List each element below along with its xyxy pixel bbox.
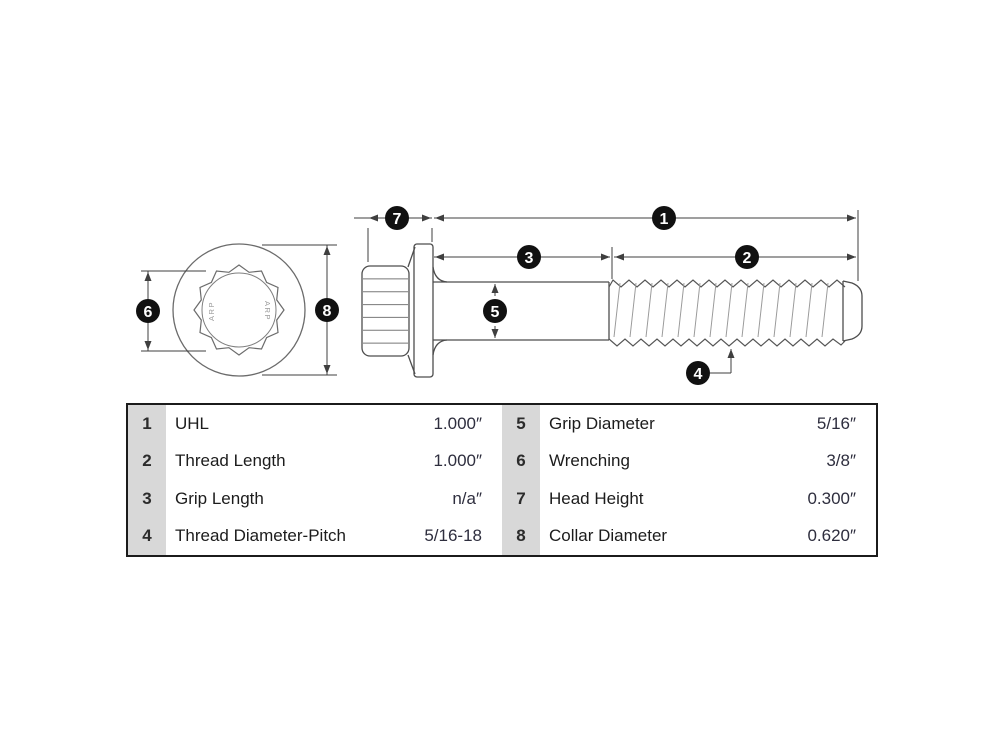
bolt-head-side [361,265,410,357]
spec-value: 1.000″ [433,451,482,471]
brand-stamp-right: ARP [263,301,272,321]
callout-7-circle [385,206,409,230]
spec-number: 1 [128,405,166,443]
callout-4-label: 4 [694,366,703,383]
callout-4-circle [686,361,710,385]
spec-row: 1 UHL 1.000″ [128,405,502,443]
spec-label: Thread Length [175,451,286,471]
spec-value: 0.300″ [807,488,856,508]
spec-row: 5 Grip Diameter 5/16″ [502,405,876,443]
callout-3-circle [517,245,541,269]
spec-label: UHL [175,413,210,433]
spec-label: Grip Diameter [549,413,655,433]
callout-8-circle [315,298,339,322]
collar-circle [172,243,306,377]
spec-row: 6 Wrenching 3/8″ [502,442,876,480]
spec-number: 4 [128,517,166,555]
dimension-grip-diameter: 5 [483,284,507,338]
flange-collar [413,243,434,378]
spec-label: Grip Length [175,488,264,508]
spec-value: 1.000″ [433,413,482,433]
dimension-uhl: 1 [434,206,859,281]
callout-7-label: 7 [393,211,402,228]
spec-value: n/a″ [452,488,482,508]
spec-table: 1 UHL 1.000″ 2 Thread Length 1.000″ 3 Gr… [126,403,878,557]
socket-circle [201,272,277,348]
dimension-collar-diameter: 8 [262,244,339,376]
spec-label: Collar Diameter [549,526,668,546]
spec-row: 8 Collar Diameter 0.620″ [502,517,876,555]
dimension-head-height: 7 [354,206,433,262]
head-flutes [363,278,408,344]
spec-row: 3 Grip Length n/a″ [128,480,502,518]
brand-stamp-left: ARP [207,301,216,321]
callout-2-circle [735,245,759,269]
callout-5-circle [483,299,507,323]
callout-8-label: 8 [323,303,332,320]
dimension-wrenching: 6 [136,270,206,352]
bolt-side-view [361,243,863,378]
spec-label: Wrenching [549,451,630,471]
spec-number: 6 [502,442,540,480]
callout-6-circle [136,299,160,323]
bolt-tip [842,280,863,342]
callout-3-label: 3 [525,250,534,267]
callout-5-label: 5 [491,304,500,321]
threads [608,279,846,347]
callout-1-label: 1 [660,211,669,228]
spec-number: 5 [502,405,540,443]
spec-table-left: 1 UHL 1.000″ 2 Thread Length 1.000″ 3 Gr… [128,405,502,555]
spec-value: 3/8″ [826,451,856,471]
spec-row: 4 Thread Diameter-Pitch 5/16-18 [128,517,502,555]
dimension-grip-length: 3 [434,245,613,279]
underhead-fillet-top [432,266,448,283]
spec-value: 5/16″ [816,413,856,433]
callout-6-label: 6 [144,304,153,321]
dimension-thread-length: 2 [614,245,856,269]
spec-number: 8 [502,517,540,555]
spec-value: 0.620″ [807,526,856,546]
spec-label: Thread Diameter-Pitch [175,526,347,546]
spec-number: 2 [128,442,166,480]
spec-number: 7 [502,480,540,518]
underhead-fillet-bottom [432,339,448,356]
callout-1-circle [652,206,676,230]
spec-number: 3 [128,480,166,518]
twelve-point-star [193,264,285,356]
callout-2-label: 2 [743,250,752,267]
spec-row: 2 Thread Length 1.000″ [128,442,502,480]
bolt-front-view: ARP ARP [172,243,306,377]
spec-row: 7 Head Height 0.300″ [502,480,876,518]
callout-thread-diameter-pitch: 4 [686,349,735,385]
spec-value: 5/16-18 [424,526,482,546]
spec-label: Head Height [549,488,644,508]
spec-table-right: 5 Grip Diameter 5/16″ 6 Wrenching 3/8″ 7… [502,405,876,555]
